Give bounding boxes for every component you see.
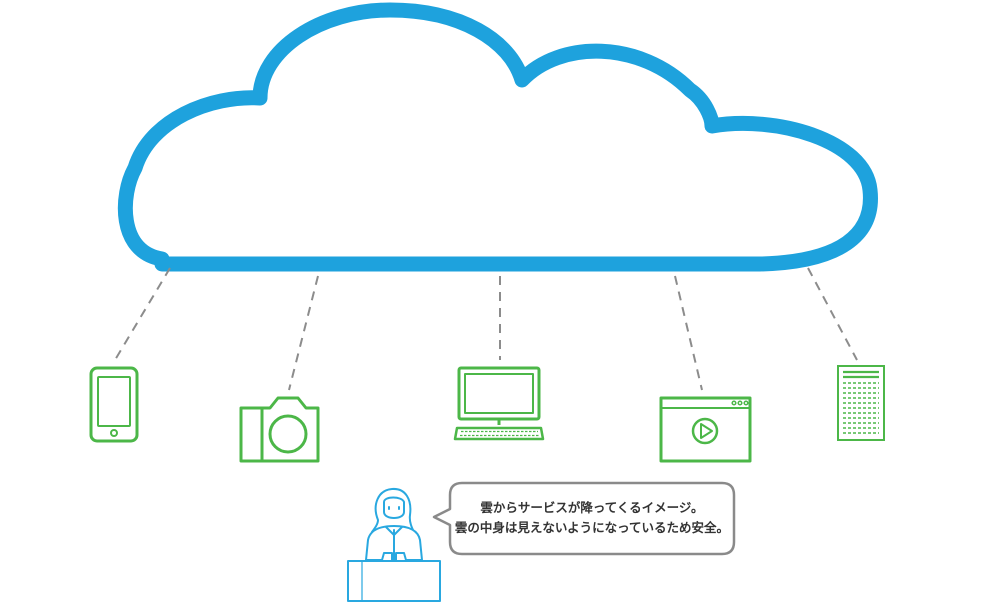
cloud-icon: [117, 2, 878, 272]
connector-document: [807, 267, 858, 361]
speech-bubble-text: 雲からサービスが降ってくるイメージ。 雲の中身は見えないようになっているため安全…: [452, 498, 732, 538]
person-icon: [347, 487, 441, 602]
desktop-computer-icon: [453, 366, 545, 441]
connector-camera: [288, 275, 319, 391]
connector-video: [674, 275, 703, 391]
camera-icon: [239, 396, 320, 463]
speech-bubble: [432, 481, 736, 556]
video-player-icon: [659, 396, 752, 463]
smartphone-icon: [89, 366, 139, 443]
connector-smartphone: [114, 267, 171, 361]
speech-line-1: 雲からサービスが降ってくるイメージ。: [480, 500, 704, 515]
speech-line-2: 雲の中身は見えないようになっているため安全。: [454, 520, 730, 535]
document-icon: [837, 365, 885, 441]
connector-lines: [114, 267, 858, 391]
